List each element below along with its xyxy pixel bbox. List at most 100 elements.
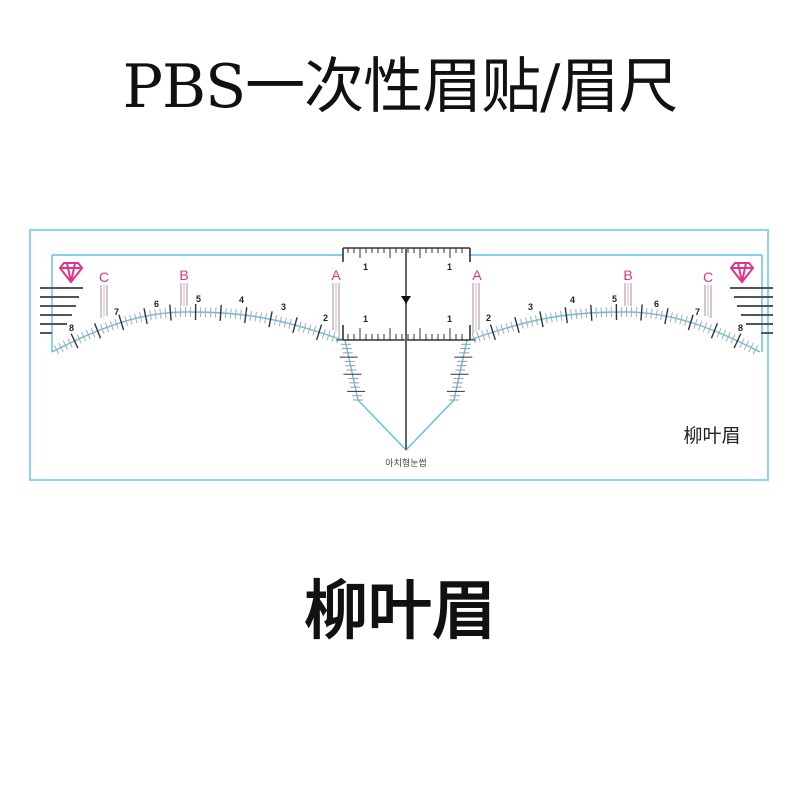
scale-number: 5 xyxy=(196,294,201,304)
product-name: 柳叶眉 xyxy=(304,574,496,649)
scale-number: 3 xyxy=(528,302,533,312)
scale-tick xyxy=(312,325,317,336)
ruler-number: 1 xyxy=(447,314,452,324)
scale-tick xyxy=(560,310,563,321)
scale-tick xyxy=(585,308,588,319)
scale-tick xyxy=(264,313,268,324)
scale-tick xyxy=(679,314,683,325)
scale-tick xyxy=(752,345,759,355)
scale-tick xyxy=(224,308,227,319)
scale-tick xyxy=(514,317,520,333)
ruler-number: 1 xyxy=(363,314,368,324)
scale-tick xyxy=(273,315,278,326)
scale-tick xyxy=(590,304,593,321)
scale-tick xyxy=(570,309,573,320)
scale-tick xyxy=(505,322,510,333)
stencil-caption: 柳叶眉 xyxy=(683,425,740,447)
point-label-c-left: C xyxy=(99,269,109,285)
scale-number: 4 xyxy=(570,295,575,305)
scale-tick xyxy=(716,327,722,338)
scale-tick xyxy=(67,338,73,348)
scale-tick xyxy=(100,324,105,334)
scale-tick xyxy=(476,331,481,342)
product-title: PBS一次性眉贴/眉尺 xyxy=(122,52,679,122)
scale-tick xyxy=(748,342,754,353)
scale-number: 2 xyxy=(486,313,491,323)
scale-tick xyxy=(239,309,242,320)
scale-tick xyxy=(743,340,750,350)
point-label-b-right: B xyxy=(623,267,632,283)
scale-tick xyxy=(283,317,287,328)
scale-ticks xyxy=(53,304,759,401)
scale-tick xyxy=(229,308,232,319)
scale-number: 8 xyxy=(738,323,743,333)
scale-tick xyxy=(721,329,727,340)
scale-tick xyxy=(174,307,177,318)
point-label-a-right: A xyxy=(472,267,482,283)
scale-number: 6 xyxy=(154,299,159,309)
scale-tick xyxy=(544,313,548,324)
scale-number: 7 xyxy=(695,307,700,317)
scale-tick xyxy=(249,310,252,321)
scale-tick xyxy=(109,320,114,331)
diamond-icon xyxy=(729,262,755,284)
scale-tick xyxy=(640,304,643,321)
scale-tick xyxy=(315,324,323,341)
scale-tick xyxy=(655,309,658,320)
scale-tick xyxy=(525,317,529,328)
scale-tick xyxy=(90,327,96,338)
guide-lines xyxy=(100,283,712,334)
scale-tick xyxy=(481,330,486,341)
scale-tick xyxy=(575,309,578,320)
scale-tick xyxy=(85,329,91,340)
scale-tick xyxy=(331,331,336,342)
center-marker-icon xyxy=(401,296,411,304)
scale-numbers-left: 2 3 4 5 6 7 8 xyxy=(69,294,328,333)
scale-tick xyxy=(520,318,524,329)
scale-tick xyxy=(702,322,708,333)
scale-tick xyxy=(580,308,583,319)
point-label-a-left: A xyxy=(331,267,341,283)
scale-tick xyxy=(302,322,307,333)
scale-tick xyxy=(471,333,476,344)
point-label-b-left: B xyxy=(179,267,188,283)
ruler-number: 1 xyxy=(447,262,452,272)
scale-tick xyxy=(336,333,341,344)
scale-tick xyxy=(660,310,663,321)
scale-number: 5 xyxy=(612,294,617,304)
scale-tick xyxy=(134,313,138,324)
scale-tick xyxy=(259,312,262,323)
level-lines-right xyxy=(730,287,773,334)
scale-tick xyxy=(124,315,128,326)
scale-tick xyxy=(321,328,326,339)
scale-tick xyxy=(70,333,79,349)
scale-tick xyxy=(288,318,292,329)
scale-tick xyxy=(534,315,539,326)
scale-tick xyxy=(214,307,217,318)
scale-tick xyxy=(139,312,143,323)
scale-tick xyxy=(159,308,162,319)
scale-number: 8 xyxy=(69,323,74,333)
scale-number: 3 xyxy=(281,302,286,312)
scale-tick xyxy=(154,309,157,320)
scale-tick xyxy=(278,316,282,327)
diamond-icon xyxy=(58,262,84,284)
scale-tick xyxy=(297,321,302,332)
scale-tick xyxy=(62,340,69,350)
scale-tick xyxy=(710,323,719,339)
scale-tick xyxy=(725,331,731,342)
scale-tick xyxy=(76,334,82,344)
scale-tick xyxy=(510,321,515,332)
scale-tick xyxy=(486,328,491,339)
scale-tick xyxy=(118,314,125,331)
scale-tick xyxy=(595,307,598,318)
scale-tick xyxy=(164,308,167,319)
scale-tick xyxy=(669,312,673,323)
scale-tick xyxy=(104,322,110,333)
scale-number: 2 xyxy=(323,313,328,323)
scale-tick xyxy=(114,319,119,329)
scale-tick xyxy=(292,317,298,333)
scale-tick xyxy=(129,314,133,325)
scale-tick xyxy=(635,307,638,318)
